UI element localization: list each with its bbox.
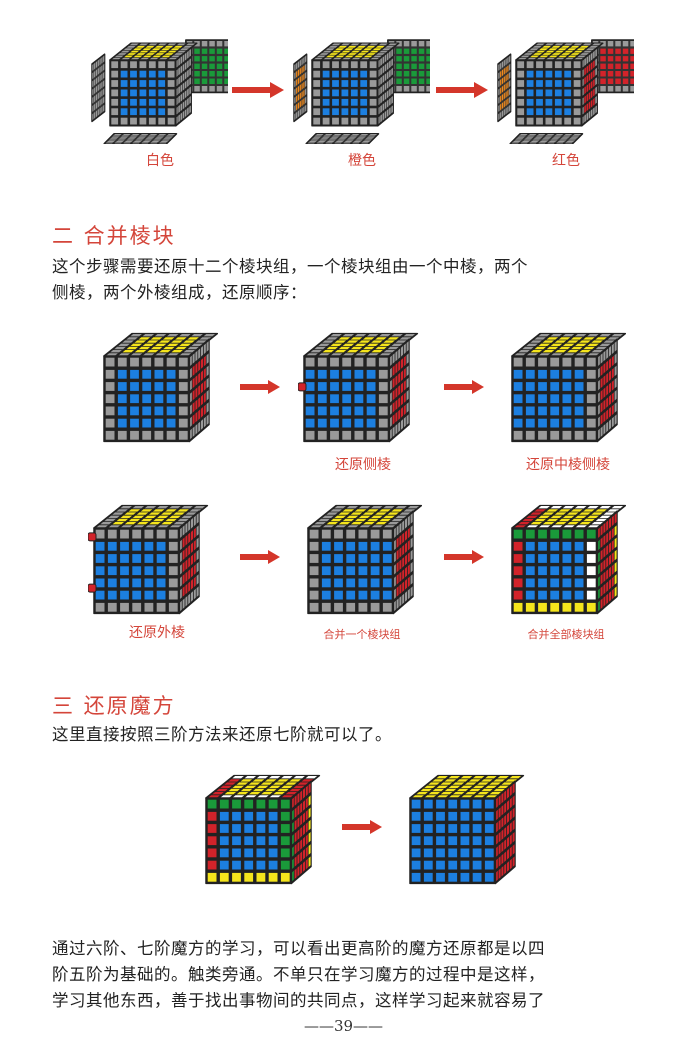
cube-drawing (88, 504, 209, 615)
arrow-section3 (342, 820, 382, 834)
cube-drawing (497, 39, 634, 144)
cube-white-stage-image (91, 39, 228, 144)
cube-figure-before-solve (200, 770, 322, 888)
section3-paragraph: 这里直接按照三阶方法来还原七阶就可以了。 (52, 725, 392, 744)
arrow-row2-2 (444, 550, 484, 564)
caption-merge-one-edge-group: 合并一个棱块组 (323, 628, 401, 641)
arrow-top-1 (232, 82, 284, 98)
caption-restore-outer-edges: 还原外棱 (129, 625, 185, 641)
cube-drawing (409, 774, 525, 885)
cube-drawing (307, 504, 422, 615)
cube-drawing (103, 332, 218, 443)
cube-drawing (205, 774, 321, 885)
cube-figure-orange-stage (290, 36, 430, 144)
arrow-top-2 (436, 82, 488, 98)
cube-orange-stage-image (293, 39, 430, 144)
caption-red: 红色 (552, 153, 580, 169)
section2-paragraph-line-2: 侧棱，两个外棱组成，还原顺序： (52, 283, 307, 302)
caption-merge-all-edge-groups: 合并全部棱块组 (527, 628, 605, 641)
caption-white: 白色 (146, 153, 174, 169)
closing-paragraph-line-2: 阶五阶为基础的。触类旁通。不单只在学习魔方的过程中是这样， (52, 965, 545, 984)
cube-drawing (511, 332, 626, 443)
cube-figure-middle-side-edges (506, 328, 626, 446)
arrow-row2-1 (240, 550, 280, 564)
cube-red-stage-image (497, 39, 634, 144)
closing-paragraph-line-1: 通过六阶、七阶魔方的学习，可以看出更高阶的魔方还原都是以四 (52, 939, 545, 958)
section-heading-solve-cube: 三 还原魔方 (52, 694, 176, 718)
cube-drawing (91, 39, 228, 144)
cube-figure-solved (404, 770, 526, 888)
section-heading-merge-edges: 二 合并棱块 (52, 224, 176, 248)
cube-figure-outer-edges (88, 500, 218, 618)
caption-restore-middle-side-edges: 还原中棱侧棱 (526, 457, 610, 473)
closing-paragraph-line-3: 学习其他东西，善于找出事物间的共同点，这样学习起来就容易了 (52, 991, 545, 1010)
cube-figure-red-stage (494, 36, 634, 144)
caption-orange: 橙色 (348, 153, 376, 169)
cube-figure-white-stage (88, 36, 228, 144)
arrow-row1-1 (240, 380, 280, 394)
cube-figure-all-edge-groups (506, 500, 626, 618)
cube-drawing (511, 504, 626, 615)
cube-drawing (298, 332, 419, 443)
section2-paragraph-line-1: 这个步骤需要还原十二个棱块组，一个棱块组由一个中棱，两个 (52, 257, 528, 276)
cube-drawing (293, 39, 430, 144)
arrow-row1-2 (444, 380, 484, 394)
cube-figure-edges-start (98, 328, 218, 446)
cube-figure-one-edge-group (302, 500, 422, 618)
page-number: ——39—— (303, 1017, 384, 1035)
cube-figure-side-edges (298, 328, 422, 446)
caption-restore-side-edges: 还原侧棱 (335, 457, 391, 473)
